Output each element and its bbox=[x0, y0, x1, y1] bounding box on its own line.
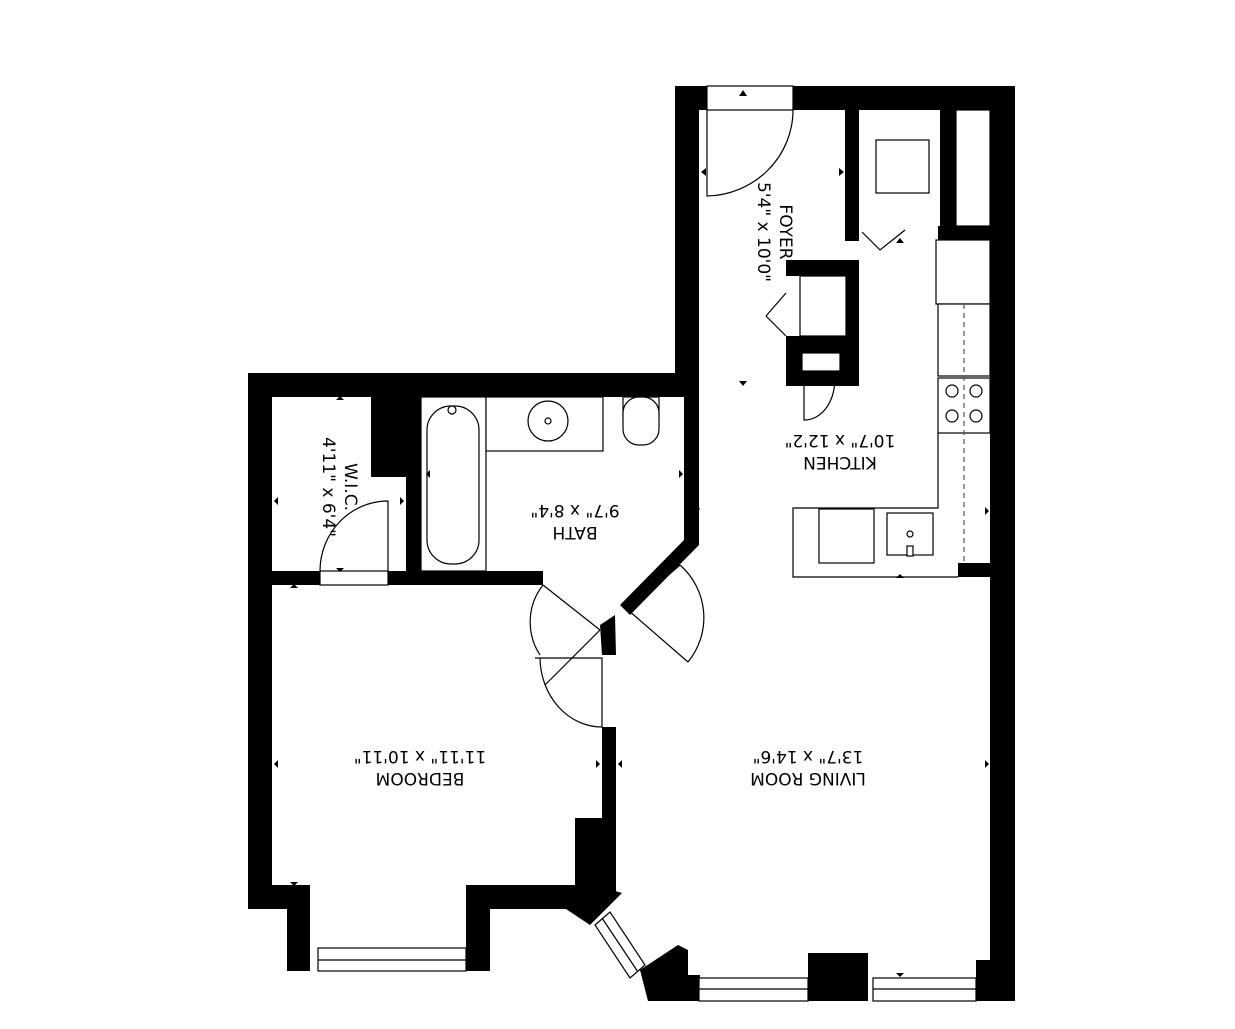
refrigerator bbox=[935, 239, 991, 305]
room-living-dimensions: 13'7" x 14'6" bbox=[753, 746, 864, 766]
room-kitchen: KITCHEN 10'7" x 12'2" bbox=[785, 430, 896, 472]
fixtures bbox=[420, 109, 991, 578]
room-bedroom-name: BEDROOM bbox=[376, 768, 465, 788]
walls bbox=[248, 86, 1015, 1001]
closet-shelf bbox=[799, 275, 847, 337]
room-bath: BATH 9'7" x 8'4" bbox=[530, 500, 619, 542]
room-foyer: FOYER 5'4" x 10'0" bbox=[753, 182, 795, 282]
room-wic: W.I.C. 4'11" x 6'4" bbox=[318, 437, 360, 537]
room-foyer-name: FOYER bbox=[775, 204, 795, 259]
room-kitchen-dimensions: 10'7" x 12'2" bbox=[785, 430, 896, 450]
room-living: LIVING ROOM 13'7" x 14'6" bbox=[750, 746, 866, 788]
room-bedroom-dimensions: 11'11" x 10'11" bbox=[354, 746, 486, 766]
room-wic-dimensions: 4'11" x 6'4" bbox=[318, 437, 338, 537]
windows bbox=[317, 85, 977, 1002]
room-bedroom: BEDROOM 11'11" x 10'11" bbox=[354, 746, 486, 788]
room-wic-name: W.I.C. bbox=[340, 463, 360, 511]
room-bath-name: BATH bbox=[552, 522, 597, 542]
room-kitchen-name: KITCHEN bbox=[803, 452, 877, 472]
doors bbox=[319, 109, 906, 728]
room-living-name: LIVING ROOM bbox=[750, 768, 866, 788]
room-bath-dimensions: 9'7" x 8'4" bbox=[530, 500, 619, 520]
dimension-markers bbox=[274, 90, 989, 977]
room-foyer-dimensions: 5'4" x 10'0" bbox=[753, 182, 773, 282]
washer bbox=[875, 139, 930, 194]
